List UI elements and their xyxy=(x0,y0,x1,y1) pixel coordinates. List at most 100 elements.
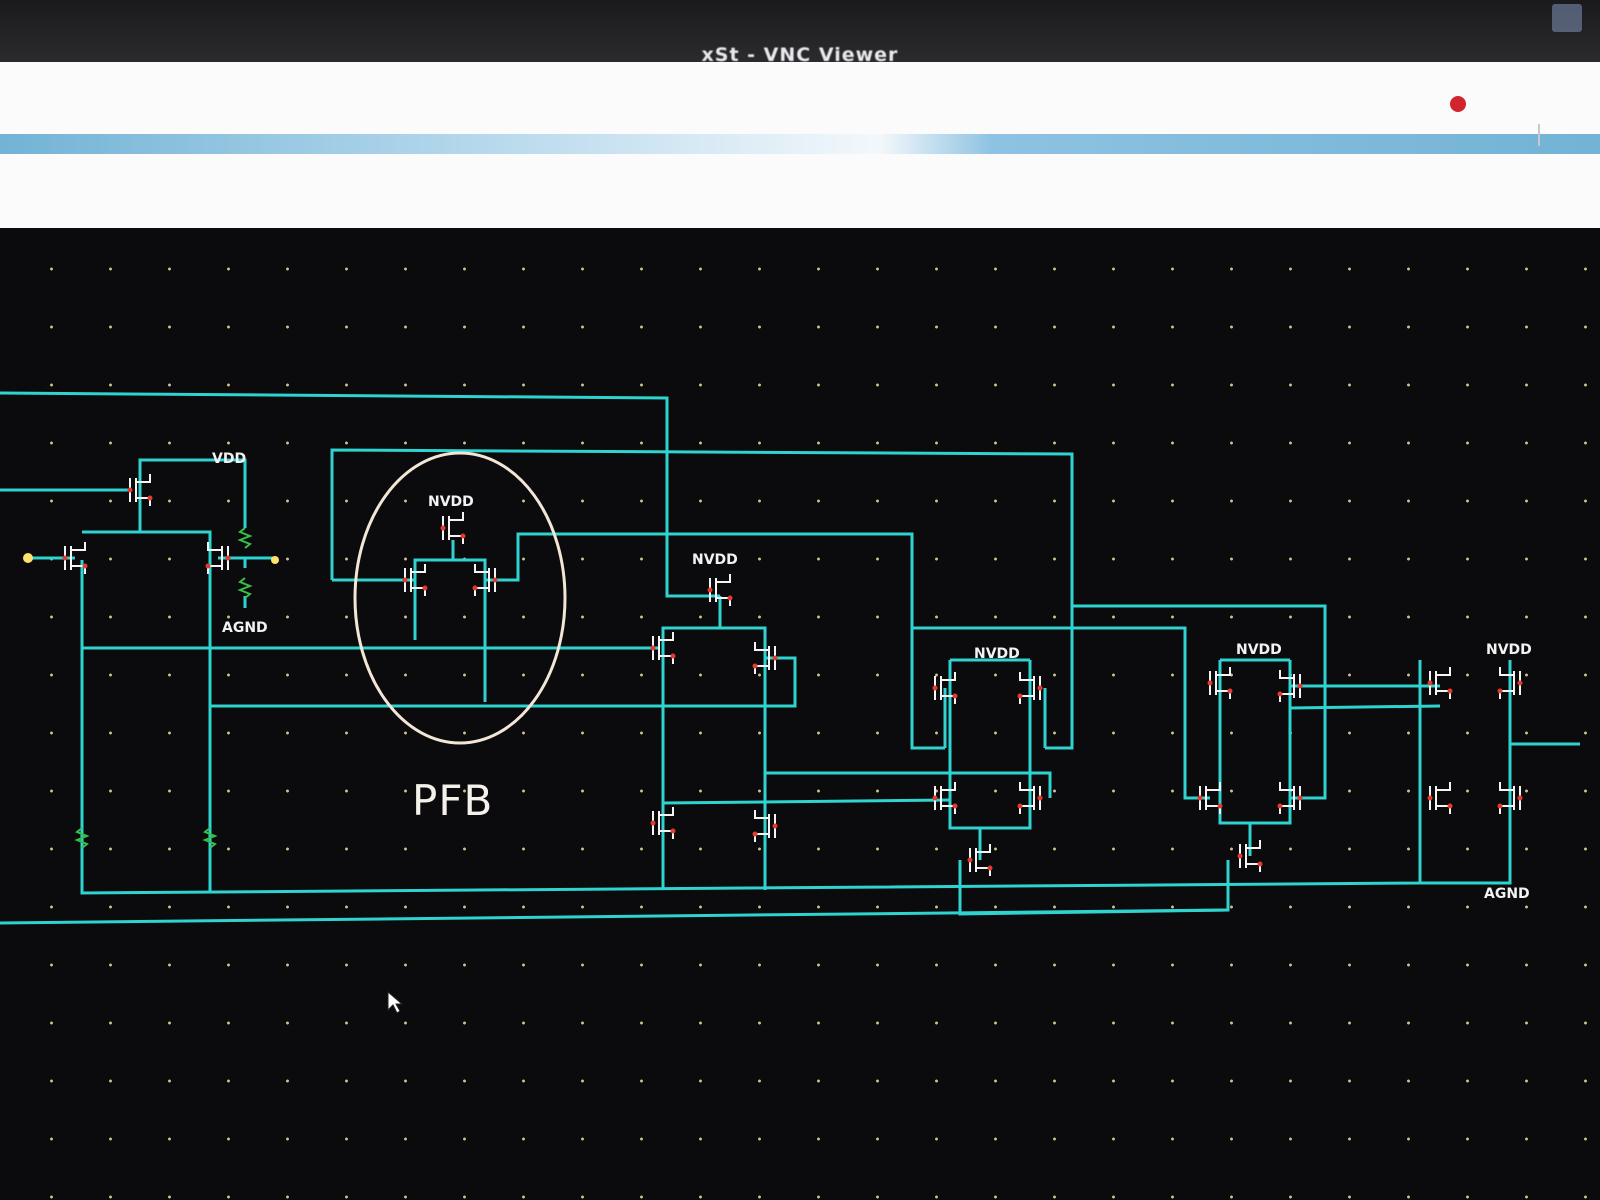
transistor-symbol xyxy=(932,672,958,704)
output-terminal xyxy=(271,556,279,564)
stage4-vdd-label: NVDD xyxy=(1486,642,1532,658)
gate-pin xyxy=(492,577,498,583)
system-tray-icon[interactable] xyxy=(1552,4,1582,32)
stage1-vdd-label: NVDD xyxy=(692,552,738,568)
drain-pin xyxy=(1017,803,1023,809)
wire-segment xyxy=(948,658,1032,830)
agnd-label-left: AGND xyxy=(222,620,268,636)
pfb-highlight-circle xyxy=(353,451,567,745)
transistor-symbol xyxy=(205,542,231,574)
close-button[interactable] xyxy=(1450,96,1466,112)
gate-pin xyxy=(707,587,713,593)
pins xyxy=(23,527,279,849)
wire-segment xyxy=(1289,704,1441,710)
gate-pin xyxy=(967,857,973,863)
transistor-symbol xyxy=(1277,670,1303,702)
wire-segment xyxy=(0,908,1229,925)
schematic-canvas[interactable]: VDD AGND NVDD NVDD NVDD NVDD NVDD AGND P… xyxy=(0,228,1600,1200)
drain-pin xyxy=(670,828,676,834)
pfb-vdd-label: NVDD xyxy=(428,494,474,510)
transistor-body xyxy=(1429,667,1451,699)
drain-pin xyxy=(422,585,428,591)
vdd-label: VDD xyxy=(212,451,247,467)
transistor-symbol xyxy=(1017,782,1043,814)
transistor-symbol xyxy=(707,574,733,606)
transistor-symbol xyxy=(752,642,778,674)
transistor-body xyxy=(934,782,956,814)
transistor-body xyxy=(442,512,464,544)
gate-pin xyxy=(402,577,408,583)
transistor-symbol xyxy=(650,807,676,839)
drain-pin xyxy=(82,563,88,569)
drain-pin xyxy=(1447,803,1453,809)
wire-segment xyxy=(413,580,487,702)
drain-pin xyxy=(727,595,733,601)
drain-pin xyxy=(1017,693,1023,699)
drain-pin xyxy=(1227,688,1233,694)
gate-pin xyxy=(225,555,231,561)
resistor-symbol xyxy=(202,827,218,849)
toolbar-strip xyxy=(0,134,1600,154)
transistor-symbol xyxy=(62,542,88,574)
gate-pin xyxy=(1427,795,1433,801)
resistor-symbol xyxy=(237,577,253,599)
gate-pin xyxy=(1237,853,1243,859)
transistor-symbol xyxy=(650,632,676,664)
gate-pin xyxy=(1517,795,1523,801)
drain-pin xyxy=(1277,691,1283,697)
transistor-symbol xyxy=(1497,782,1523,814)
transistor-symbol xyxy=(1207,667,1233,699)
drain-pin xyxy=(1257,861,1263,867)
stage3-vdd-label: NVDD xyxy=(1236,642,1282,658)
drain-pin xyxy=(752,663,758,669)
drain-pin xyxy=(987,865,993,871)
input-terminal xyxy=(23,553,33,563)
gate-pin xyxy=(1297,795,1303,801)
transistor-symbol xyxy=(1427,667,1453,699)
drain-pin xyxy=(460,533,466,539)
drain-pin xyxy=(1277,803,1283,809)
transistor-body xyxy=(1429,782,1451,814)
drain-pin xyxy=(1497,803,1503,809)
stage2-vdd-label: NVDD xyxy=(974,646,1020,662)
gate-pin xyxy=(1037,685,1043,691)
gate-pin xyxy=(62,555,68,561)
resistor-symbol xyxy=(74,827,90,849)
transistor-symbol xyxy=(127,474,153,506)
mouse-cursor-icon xyxy=(387,990,404,1014)
toolbar-handle[interactable] xyxy=(1538,124,1540,146)
gate-pin xyxy=(932,795,938,801)
transistor-symbol xyxy=(967,844,993,876)
title-bar: xSt - VNC Viewer xyxy=(0,0,1600,66)
gate-pin xyxy=(1427,680,1433,686)
transistor-symbol xyxy=(472,564,498,596)
drain-pin xyxy=(1217,803,1223,809)
wire-segment xyxy=(140,530,212,893)
resistor-symbol xyxy=(237,527,253,549)
drain-pin xyxy=(952,803,958,809)
wires xyxy=(0,391,1580,925)
wire-segment xyxy=(210,656,797,708)
wire-segment xyxy=(0,391,720,598)
gate-pin xyxy=(1037,795,1043,801)
transistor-symbol xyxy=(1497,667,1523,699)
transistor-symbol xyxy=(1017,672,1043,704)
wire-segment xyxy=(661,596,767,890)
transistor-symbol xyxy=(1277,782,1303,814)
transistor-symbol xyxy=(1237,840,1263,872)
gate-pin xyxy=(1517,680,1523,686)
wire-segment xyxy=(82,500,142,534)
transistor-symbol xyxy=(1197,782,1223,814)
gate-pin xyxy=(650,820,656,826)
drain-pin xyxy=(952,693,958,699)
pfb-annotation: PFB xyxy=(412,776,494,825)
wire-segment xyxy=(1218,658,1292,825)
wire-segment xyxy=(80,560,1512,895)
gate-pin xyxy=(772,655,778,661)
gate-pin xyxy=(440,525,446,531)
transistor-symbol xyxy=(402,564,428,596)
gate-pin xyxy=(127,487,133,493)
drain-pin xyxy=(752,831,758,837)
drain-pin xyxy=(147,495,153,501)
schematic-drawing xyxy=(0,391,1580,925)
